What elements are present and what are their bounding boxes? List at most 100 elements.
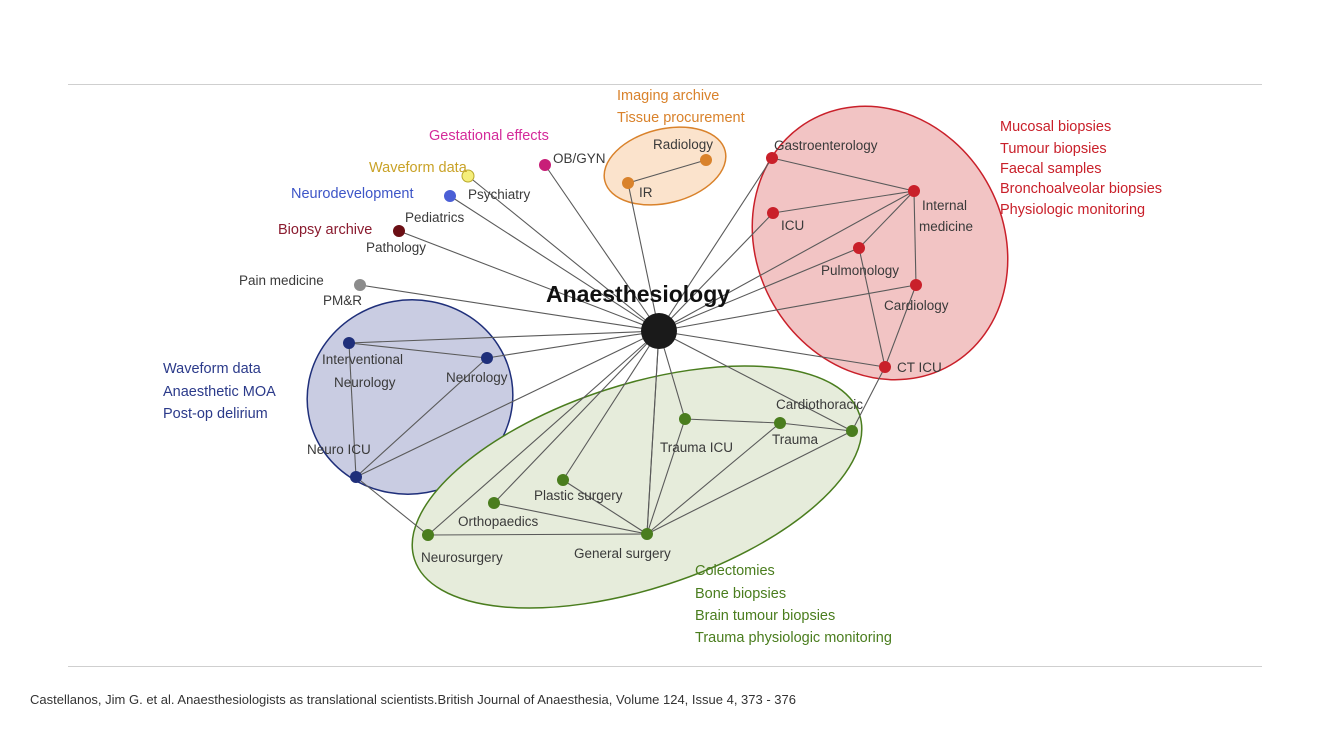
edge-cardio-gensurg: [646, 430, 853, 535]
edge-neuro-nicu: [355, 357, 488, 478]
label-ped: Pediatrics: [405, 210, 465, 225]
node-plastic: [557, 474, 569, 486]
node-ticu: [679, 413, 691, 425]
surgery-annot-0: Colectomies: [695, 563, 775, 579]
imaging-annot-1: Tissue procurement: [617, 110, 745, 126]
edge-C-ortho: [493, 330, 660, 504]
neuro-annot-0: Waveform data: [163, 361, 262, 377]
label-icu: ICU: [781, 218, 804, 233]
edge-C-ir: [627, 182, 660, 332]
edge-C-pain: [359, 284, 660, 332]
node-gastro: [766, 152, 778, 164]
edge-trauma-cardio: [779, 422, 853, 432]
node-psy: [461, 169, 475, 183]
group-neurology-ellipse: [306, 299, 514, 495]
label-trauma: Trauma: [772, 432, 819, 447]
edge-card-im: [913, 190, 917, 286]
edge-C-icu: [658, 212, 774, 332]
edge-C-path: [398, 230, 660, 332]
edge-cticu-card: [884, 284, 917, 368]
edge-ticu-trauma: [684, 418, 781, 424]
top-divider: [68, 84, 1262, 85]
surgery-annot-3: Trauma physiologic monitoring: [695, 630, 892, 646]
edge-ir-rad: [627, 159, 707, 184]
node-nsurg: [422, 529, 434, 541]
label-plastic: Plastic surgery: [534, 488, 623, 503]
edge-pulm-im: [858, 190, 915, 249]
im-annot-0: Mucosal biopsies: [1000, 119, 1111, 135]
edge-C-plastic: [562, 330, 660, 481]
node-neuro: [481, 352, 493, 364]
node-rad: [700, 154, 712, 166]
annot-waveform-top: Waveform data: [369, 160, 468, 176]
edge-plastic-gensurg: [562, 479, 648, 535]
node-cticu: [879, 361, 891, 373]
label-gensurg: General surgery: [574, 546, 671, 561]
node-icu: [767, 207, 779, 219]
label-ineuro-1: Interventional: [322, 352, 403, 367]
label-ineuro-2: Neurology: [334, 375, 396, 390]
label-nicu: Neuro ICU: [307, 442, 371, 457]
label-cticu: CT ICU: [897, 360, 942, 375]
node-ortho: [488, 497, 500, 509]
node-ir: [622, 177, 634, 189]
edge-C-cardio: [658, 330, 853, 432]
label-pulm: Pulmonology: [821, 263, 899, 278]
bottom-divider: [68, 666, 1262, 667]
label-psy: Psychiatry: [468, 187, 531, 202]
edge-trauma-gensurg: [646, 422, 781, 535]
edge-C-ineuro: [348, 330, 660, 344]
edge-nsurg-gensurg: [427, 533, 648, 536]
edge-gastro-im: [771, 157, 915, 192]
edge-nicu-nsurg: [355, 476, 429, 536]
edge-ineuro-nicu: [348, 342, 357, 478]
edge-icu-im: [772, 190, 915, 214]
node-pain: [354, 279, 366, 291]
edge-C-nsurg: [427, 330, 660, 536]
node-card: [910, 279, 922, 291]
annot-gestational: Gestational effects: [429, 128, 549, 144]
edge-gensurg-C: [646, 330, 660, 535]
edge-ortho-gensurg: [493, 502, 648, 535]
edge-C-ob: [544, 164, 660, 332]
edge-C-neuro: [486, 330, 660, 359]
node-trauma: [774, 417, 786, 429]
edge-C-gastro: [658, 157, 773, 332]
node-ob: [539, 159, 551, 171]
im-annot-1: Tumour biopsies: [1000, 141, 1107, 157]
edge-C-psy: [467, 175, 660, 332]
im-annot-2: Faecal samples: [1000, 161, 1102, 177]
edge-C-pulm: [658, 247, 860, 332]
label-neuro: Neurology: [446, 370, 508, 385]
node-path: [393, 225, 405, 237]
label-cardio: Cardiothoracic: [776, 397, 863, 412]
label-gastro: Gastroenterology: [774, 138, 878, 153]
center-title: Anaesthesiology: [546, 281, 730, 307]
label-card: Cardiology: [884, 298, 949, 313]
edge-C-ped: [449, 195, 660, 332]
edge-ticu-gensurg: [646, 418, 686, 535]
node-cardio: [846, 425, 858, 437]
edge-C-im: [658, 190, 915, 332]
surgery-annot-1: Bone biopsies: [695, 586, 786, 602]
neuro-annot-2: Post-op delirium: [163, 406, 268, 422]
citation: Castellanos, Jim G. et al. Anaesthesiolo…: [30, 692, 796, 707]
edge-C-cticu: [658, 330, 886, 368]
annot-biopsy-archive: Biopsy archive: [278, 222, 372, 238]
label-ticu: Trauma ICU: [660, 440, 733, 455]
imaging-annot-0: Imaging archive: [617, 88, 719, 104]
label-ob: OB/GYN: [553, 151, 606, 166]
label-pain: Pain medicine: [239, 273, 324, 288]
center-node: [641, 313, 677, 349]
label-im-1: Internal: [922, 198, 967, 213]
edge-C-card: [658, 284, 917, 332]
label-rad: Radiology: [653, 137, 713, 152]
label-nsurg: Neurosurgery: [421, 550, 503, 565]
node-nicu: [350, 471, 362, 483]
label-ortho: Orthopaedics: [458, 514, 539, 529]
node-pulm: [853, 242, 865, 254]
surgery-annot-2: Brain tumour biopsies: [695, 608, 835, 624]
im-annot-4: Physiologic monitoring: [1000, 202, 1145, 218]
label-im-2: medicine: [919, 219, 973, 234]
